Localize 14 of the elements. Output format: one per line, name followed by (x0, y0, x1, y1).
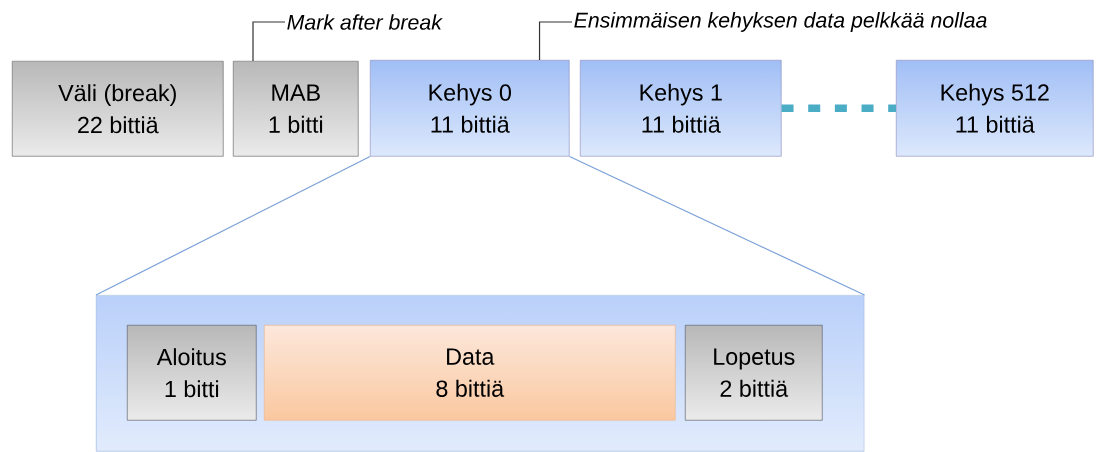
field-box: Lopetus 2 bittiä (685, 325, 823, 421)
note-text: Ensimmäisen kehyksen data pelkkää nollaa (574, 12, 987, 32)
note-text: Mark after break (287, 14, 443, 30)
leader-line (538, 21, 573, 61)
data-box: Data 8 bittiä (264, 325, 676, 421)
field-box: Väli (break) 22 bittiä (12, 61, 224, 157)
zoom-line (568, 155, 866, 296)
frame-box: Kehys 0 11 bittiä (370, 60, 570, 157)
leader-line (252, 21, 286, 62)
field-box: Aloitus 1 bitti (127, 325, 257, 421)
frame-box: Kehys 512 11 bittiä (896, 60, 1094, 157)
field-box: MAB 1 bitti (233, 61, 359, 157)
frame-box: Kehys 1 11 bittiä (580, 60, 782, 157)
zoom-line (95, 155, 371, 296)
